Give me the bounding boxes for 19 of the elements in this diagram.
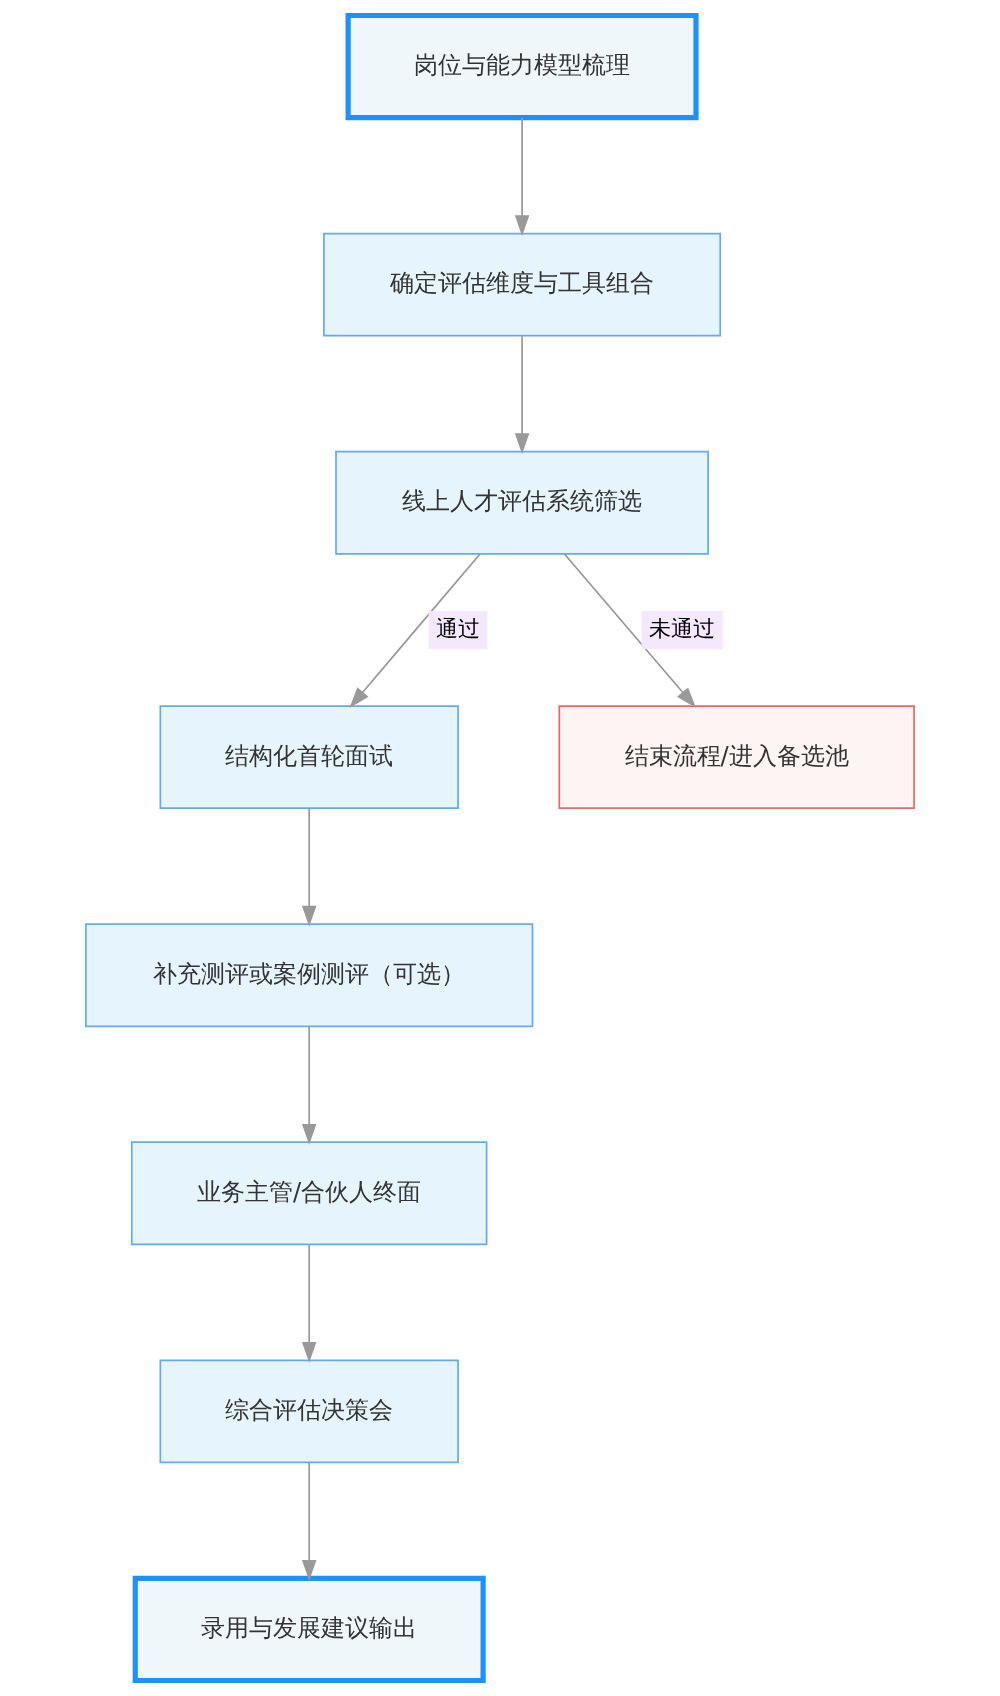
arrow (563, 553, 697, 708)
node-box: 岗位与能力模型梳理 (345, 12, 699, 121)
arrow (301, 1025, 317, 1145)
node-box: 录用与发展建议输出 (132, 1575, 486, 1684)
node-box: 确定评估维度与工具组合 (323, 232, 722, 337)
node-box: 补充测评或案例测评（可选） (85, 923, 534, 1028)
node-box: 综合评估决策会 (159, 1359, 459, 1464)
edge-label: 未通过 (649, 614, 716, 641)
node-box: 线上人才评估系统筛选 (335, 450, 709, 555)
arrow (349, 553, 481, 708)
arrow (301, 807, 317, 927)
edge-label: 通过 (435, 614, 480, 641)
arrow (301, 1243, 317, 1363)
node-box: 结构化首轮面试 (159, 705, 459, 810)
arrow (514, 335, 530, 455)
arrow (301, 1462, 317, 1581)
node-box: 业务主管/合伙人终面 (130, 1141, 488, 1246)
node-box: 结束流程/进入备选池 (558, 705, 915, 810)
arrow (514, 117, 530, 237)
